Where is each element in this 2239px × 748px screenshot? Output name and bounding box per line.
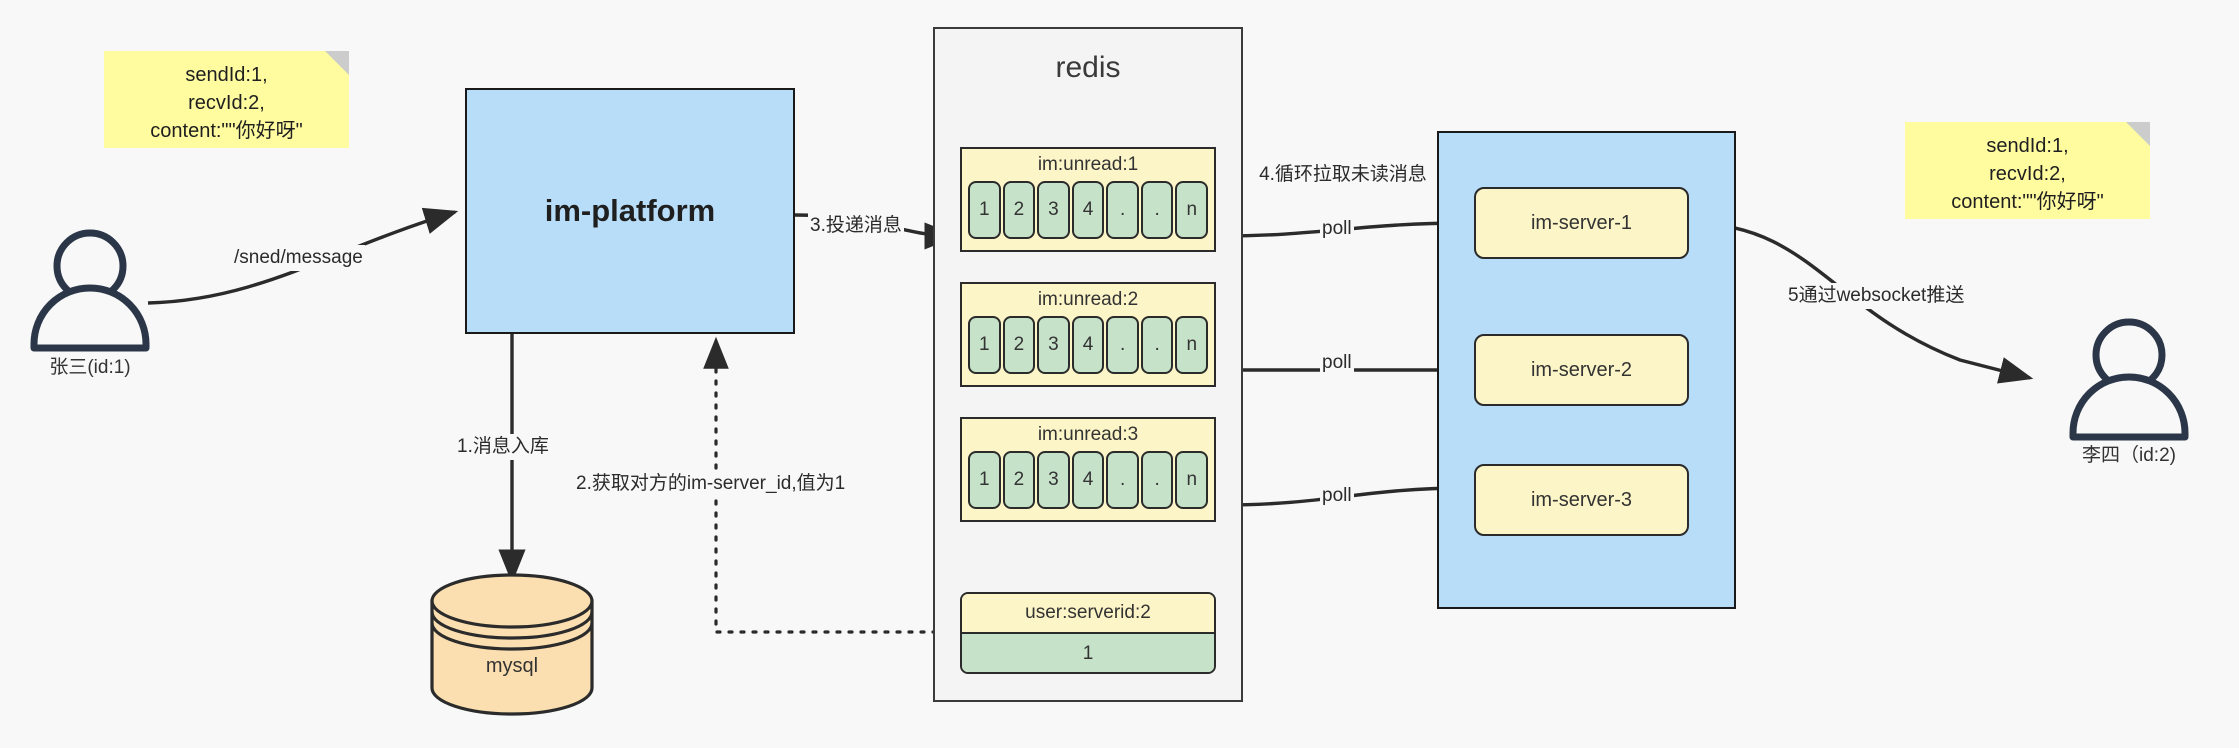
redis-list-im-unread-2[interactable]: im:unread:2 1 2 3 4 . . n [960,282,1216,387]
sticky-fold-corner [2126,122,2150,146]
list-cell: 4 [1071,451,1105,509]
edge-label-poll-2: poll [1320,350,1354,376]
edge-label-step3: 3.投递消息 [808,213,904,239]
edge-label-step2: 2.获取对方的im-server_id,值为1 [574,471,848,497]
list-cell: 1 [968,181,1001,239]
edge-label-send-message: /sned/message [232,245,365,271]
receiver-user-icon [2069,318,2189,441]
sender-user-icon [30,229,150,352]
im-platform-label: im-platform [544,193,716,228]
list-cell: 3 [1037,316,1070,374]
im-server-1-label: im-server-1 [1530,211,1633,234]
list-cell: 4 [1071,316,1105,374]
list-cell: 1 [968,316,1001,374]
redis-list-key: im:unread:3 [1037,424,1139,445]
im-server-2-label: im-server-2 [1530,358,1633,381]
sticky-fold-corner [325,51,349,75]
redis-list-cells: 1 2 3 4 . . n [962,316,1214,378]
list-cell: n [1175,451,1209,509]
sticky-right-line-2: recvId:2, [1989,162,2066,185]
list-cell: . [1106,451,1139,509]
receiver-caption: 李四（id:2) [2082,445,2176,466]
redis-list-key: im:unread:1 [1037,154,1139,175]
edge-step2-serverid [703,336,962,634]
sticky-note-right: sendId:1, recvId:2, content:""你好呀" [1905,122,2150,219]
list-cell: 1 [968,451,1001,509]
sticky-left-line-3: content:""你好呀" [150,119,303,142]
list-cell: n [1175,316,1209,374]
sticky-left-line-2: recvId:2, [188,91,265,114]
sticky-right-line-3: content:""你好呀" [1951,190,2104,213]
list-cell: 2 [1002,451,1036,509]
im-server-3-node[interactable]: im-server-3 [1474,464,1689,536]
redis-user-serverid-entry[interactable]: user:serverid:2 1 [960,592,1216,674]
list-cell: 4 [1071,181,1105,239]
edge-label-step1: 1.消息入库 [455,434,551,460]
redis-list-key: im:unread:2 [1037,289,1139,310]
im-server-3-label: im-server-3 [1530,488,1633,511]
redis-title: redis [1055,51,1121,84]
list-cell: 2 [1002,181,1036,239]
list-cell: 3 [1037,181,1070,239]
im-server-1-node[interactable]: im-server-1 [1474,187,1689,259]
sticky-left-line-1: sendId:1, [185,63,268,86]
list-cell: . [1140,451,1174,509]
sticky-note-left: sendId:1, recvId:2, content:""你好呀" [104,51,349,148]
im-platform-node[interactable]: im-platform [465,88,795,334]
list-cell: . [1140,181,1174,239]
edge-label-step5: 5通过websocket推送 [1786,283,1967,309]
list-cell: . [1106,316,1139,374]
list-cell: 2 [1002,316,1036,374]
user-serverid-key: user:serverid:2 [962,594,1214,634]
im-server-2-node[interactable]: im-server-2 [1474,334,1689,406]
redis-list-im-unread-3[interactable]: im:unread:3 1 2 3 4 . . n [960,417,1216,522]
list-cell: 3 [1037,451,1070,509]
list-cell: . [1106,181,1139,239]
list-cell: . [1140,316,1174,374]
sticky-right-line-1: sendId:1, [1986,134,2069,157]
redis-list-cells: 1 2 3 4 . . n [962,451,1214,513]
redis-list-im-unread-1[interactable]: im:unread:1 1 2 3 4 . . n [960,147,1216,252]
list-cell: n [1175,181,1209,239]
mysql-label: mysql [485,655,539,677]
edge-label-step4: 4.循环拉取未读消息 [1253,162,1433,188]
user-serverid-value: 1 [962,634,1214,672]
redis-list-cells: 1 2 3 4 . . n [962,181,1214,243]
mysql-database-cylinder-icon [430,573,594,716]
edge-label-poll-3: poll [1320,483,1354,509]
edge-label-poll-1: poll [1320,216,1354,242]
sender-caption: 张三(id:1) [49,357,131,378]
